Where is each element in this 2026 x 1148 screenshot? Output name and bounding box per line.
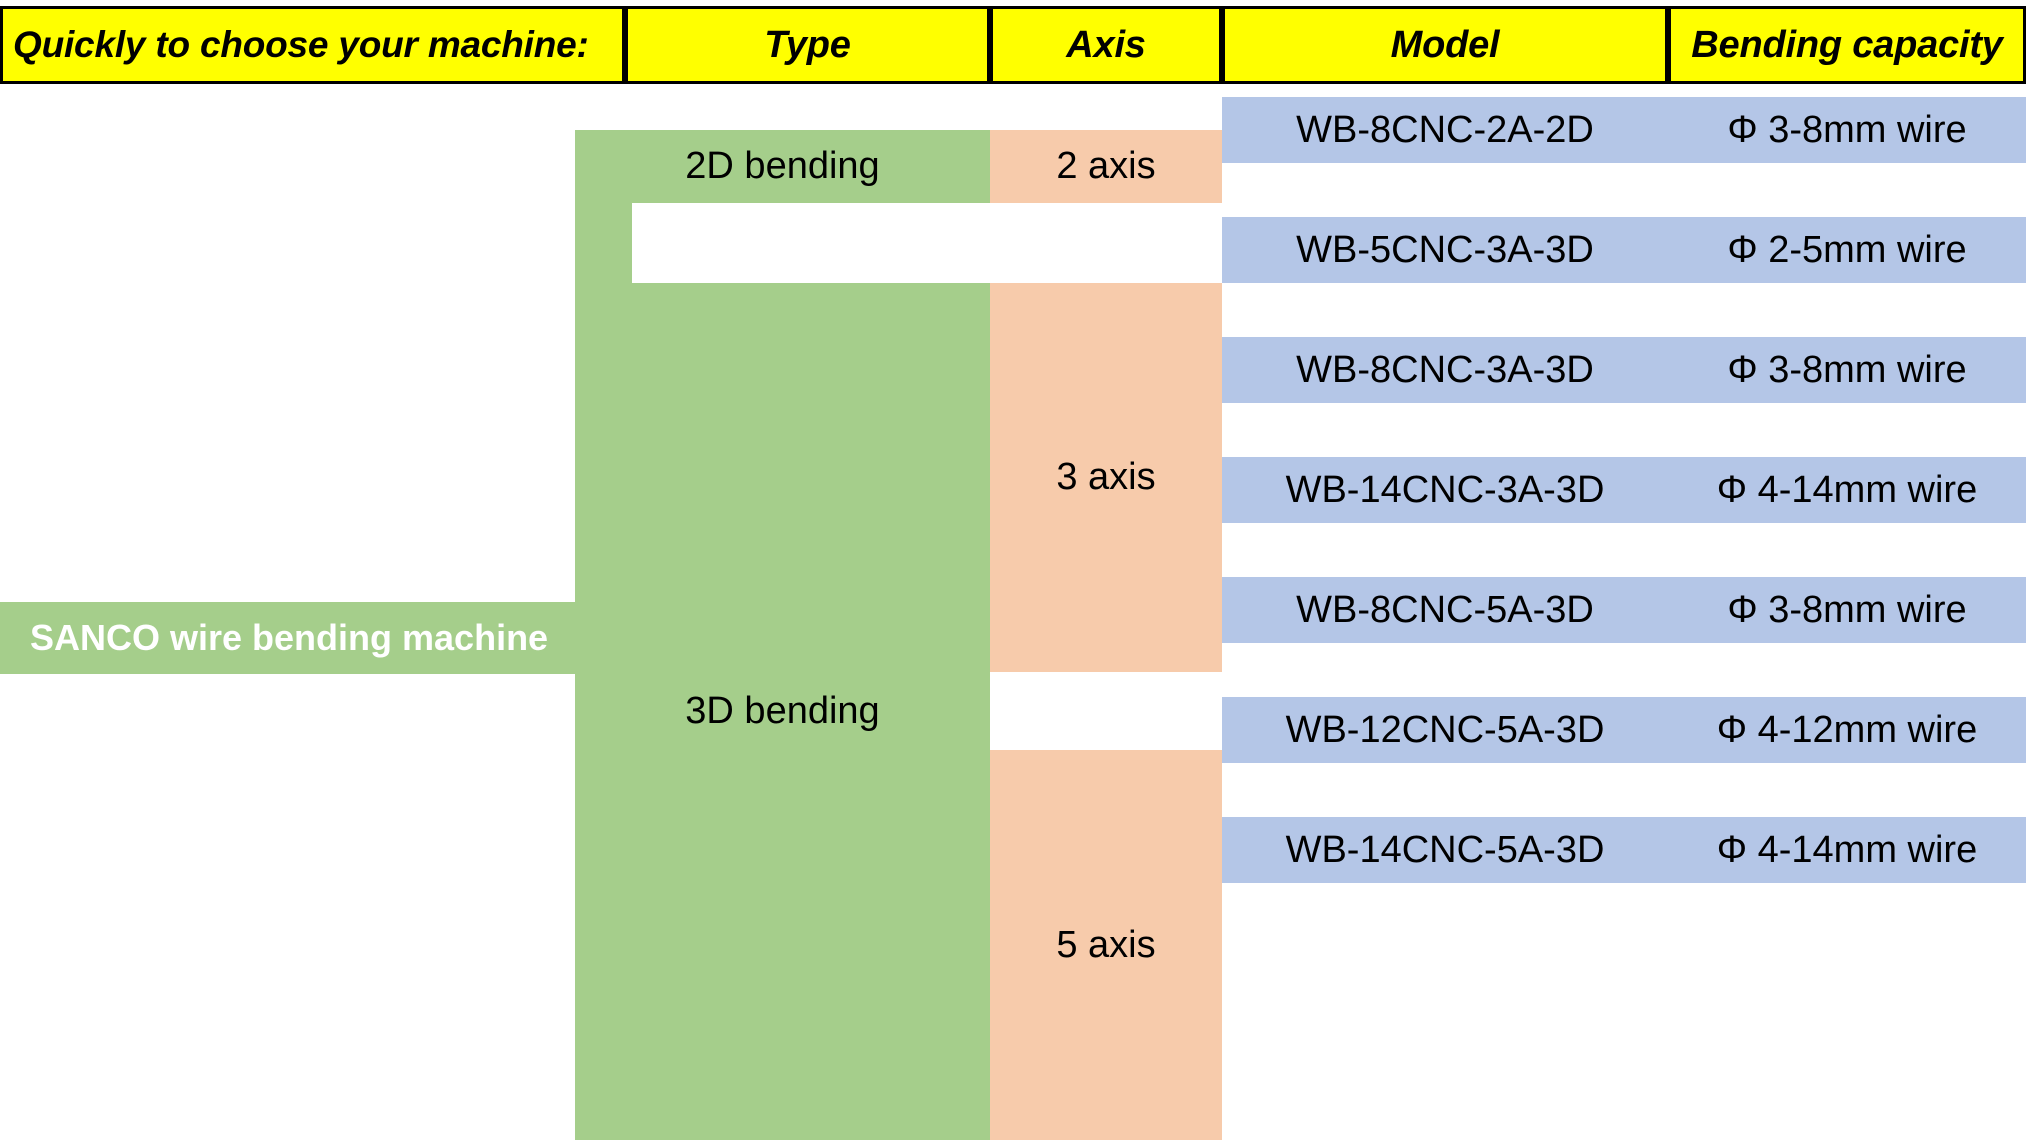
cell-capacity: Φ 4-14mm wire bbox=[1716, 828, 1978, 871]
cell-model: WB-8CNC-3A-3D bbox=[1296, 348, 1594, 391]
axis-node-5-axis: 5 axis bbox=[990, 750, 1222, 1140]
cell-model: WB-14CNC-3A-3D bbox=[1285, 468, 1605, 511]
type-node-3d-bending: 3D bending bbox=[575, 283, 990, 1140]
header-cell-title: Quickly to choose your machine: bbox=[0, 6, 625, 84]
table-row[interactable]: WB-8CNC-5A-3D Φ 3-8mm wire bbox=[1222, 577, 2026, 643]
axis-node-3-axis: 3 axis bbox=[990, 283, 1222, 672]
cell-model: WB-12CNC-5A-3D bbox=[1285, 708, 1605, 751]
cell-capacity: Φ 4-14mm wire bbox=[1716, 468, 1978, 511]
table-row[interactable]: WB-8CNC-3A-3D Φ 3-8mm wire bbox=[1222, 337, 2026, 403]
cell-capacity: Φ 4-12mm wire bbox=[1716, 708, 1978, 751]
table-row[interactable]: WB-8CNC-2A-2D Φ 3-8mm wire bbox=[1222, 97, 2026, 163]
cell-model: WB-5CNC-3A-3D bbox=[1296, 228, 1594, 271]
table-row[interactable]: WB-12CNC-5A-3D Φ 4-12mm wire bbox=[1222, 697, 2026, 763]
header-cell-model: Model bbox=[1222, 6, 1668, 84]
table-row[interactable]: WB-5CNC-3A-3D Φ 2-5mm wire bbox=[1222, 217, 2026, 283]
header-cell-type: Type bbox=[625, 6, 990, 84]
table-row[interactable]: WB-14CNC-5A-3D Φ 4-14mm wire bbox=[1222, 817, 2026, 883]
cell-capacity: Φ 3-8mm wire bbox=[1727, 108, 1967, 151]
cell-capacity: Φ 3-8mm wire bbox=[1727, 348, 1967, 391]
cell-model: WB-8CNC-2A-2D bbox=[1296, 108, 1594, 151]
table-row[interactable]: WB-14CNC-3A-3D Φ 4-14mm wire bbox=[1222, 457, 2026, 523]
cell-model: WB-8CNC-5A-3D bbox=[1296, 588, 1594, 631]
table-header-row: Quickly to choose your machine: Type Axi… bbox=[0, 6, 2026, 84]
type-node-2d-bending: 2D bending bbox=[575, 130, 990, 203]
type-connector-spine bbox=[575, 203, 632, 283]
axis-node-2-axis: 2 axis bbox=[990, 130, 1222, 203]
cell-capacity: Φ 2-5mm wire bbox=[1727, 228, 1967, 271]
root-node-sanco-wire-bending-machine: SANCO wire bending machine bbox=[0, 602, 575, 674]
cell-capacity: Φ 3-8mm wire bbox=[1727, 588, 1967, 631]
header-cell-axis: Axis bbox=[990, 6, 1222, 84]
cell-model: WB-14CNC-5A-3D bbox=[1285, 828, 1605, 871]
header-cell-bending-capacity: Bending capacity bbox=[1668, 6, 2026, 84]
